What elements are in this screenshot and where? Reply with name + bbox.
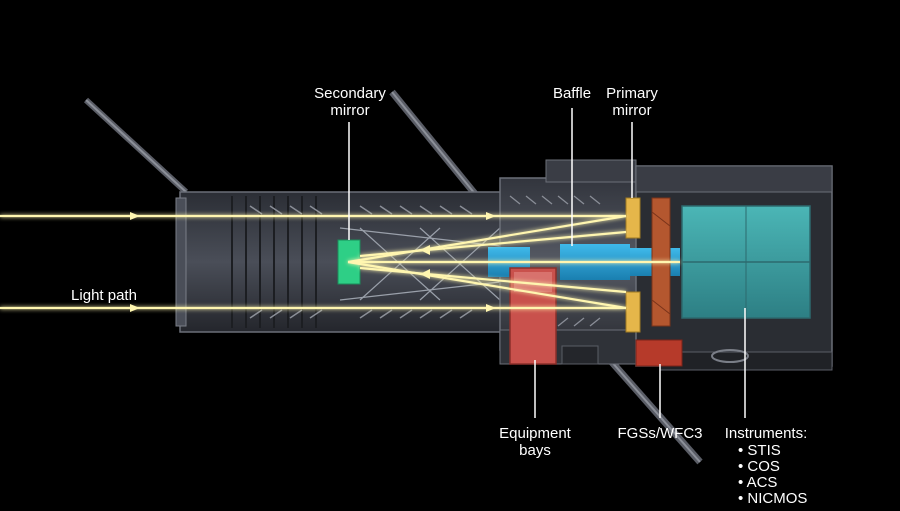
equipment-bays-label-line1: Equipment <box>499 425 572 442</box>
instrument-item: • ACS <box>738 474 777 491</box>
fgs-wfc3-block <box>635 197 683 367</box>
fgs-wfc3-label: FGSs/WFC3 <box>618 425 703 442</box>
instruments-block <box>681 205 811 319</box>
instrument-item: • STIS <box>738 442 781 459</box>
light-path-arrows <box>130 212 496 312</box>
secondary-mirror-label-line1: Secondary <box>314 85 386 102</box>
lower-right-boom <box>607 357 703 465</box>
equipment-bays-label-line2: bays <box>519 442 551 459</box>
upper-left-boom <box>83 97 189 195</box>
baffle-label: Baffle <box>553 85 591 102</box>
instrument-item: • NICMOS <box>738 490 807 506</box>
instruments-label-title: Instruments: <box>725 425 808 442</box>
primary-mirror <box>625 197 641 333</box>
primary-mirror-label-line2: mirror <box>612 102 651 119</box>
light-path-label: Light path <box>71 287 137 304</box>
light-path-rays <box>0 214 680 310</box>
leader-lines <box>348 108 746 418</box>
upper-right-boom <box>389 89 483 203</box>
primary-mirror-label-line1: Primary <box>606 85 658 102</box>
instrument-item: • COS <box>738 458 780 475</box>
secondary-mirror-label-line2: mirror <box>330 102 369 119</box>
